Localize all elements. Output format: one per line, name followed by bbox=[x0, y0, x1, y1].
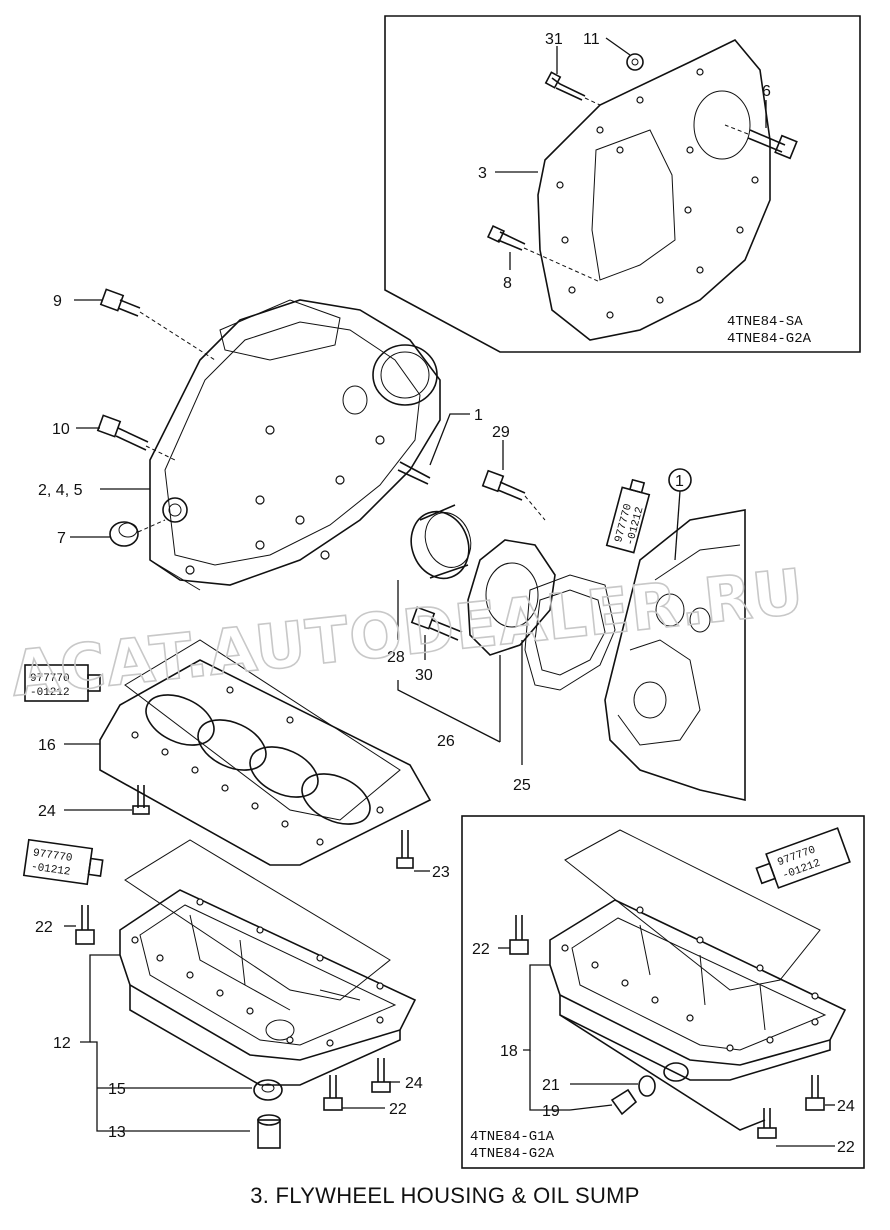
callout-31: 31 bbox=[545, 31, 563, 48]
callout-30: 30 bbox=[415, 667, 433, 684]
callout-24-c: 24 bbox=[837, 1098, 855, 1115]
callout-13: 13 bbox=[108, 1124, 126, 1141]
flywheel-housing: 9 10 2, 4, 5 7 1 bbox=[38, 288, 483, 591]
sealant-tube-1: 977770 -01212 bbox=[605, 478, 651, 554]
svg-text:977770: 977770 bbox=[32, 847, 73, 864]
inset-pan-holes bbox=[561, 906, 819, 1052]
callout-3: 3 bbox=[478, 165, 487, 182]
pan-holes bbox=[131, 898, 384, 1047]
callout-18: 18 bbox=[500, 1043, 518, 1060]
inset-model-2: 4TNE84-G2A bbox=[727, 331, 812, 347]
callout-15: 15 bbox=[108, 1081, 126, 1098]
page-caption: 3. FLYWHEEL HOUSING & OIL SUMP bbox=[250, 1183, 640, 1208]
callout-12: 12 bbox=[53, 1035, 71, 1052]
watermark: ACAT.AUTODEALER.RU bbox=[8, 555, 808, 711]
svg-text:977770: 977770 bbox=[30, 673, 70, 685]
oil-pan-main: 22 12 15 13 24 22 bbox=[35, 839, 423, 1149]
callout-22-c: 22 bbox=[472, 941, 490, 958]
callout-2-4-5: 2, 4, 5 bbox=[38, 482, 83, 499]
inset-model-4: 4TNE84-G2A bbox=[470, 1146, 555, 1162]
callout-8: 8 bbox=[503, 275, 512, 292]
plate-holes bbox=[556, 68, 759, 319]
callout-24-a: 24 bbox=[38, 803, 56, 820]
callout-28: 28 bbox=[387, 649, 405, 666]
callout-26: 26 bbox=[437, 733, 455, 750]
callout-21: 21 bbox=[542, 1077, 560, 1094]
callout-9: 9 bbox=[53, 293, 62, 310]
engine-block: 1 bbox=[604, 468, 746, 801]
callout-16: 16 bbox=[38, 737, 56, 754]
callout-11: 11 bbox=[583, 31, 600, 48]
inset-rear-plate: 31 11 6 3 8 4TNE84-SA 4TNE84-G2A bbox=[384, 15, 861, 353]
inset-model-1: 4TNE84-SA bbox=[727, 314, 803, 330]
callout-1-circled: 1 bbox=[675, 473, 684, 490]
sealant-tube-3: 977770 -01212 bbox=[22, 838, 104, 886]
callout-10: 10 bbox=[52, 421, 70, 438]
callout-29: 29 bbox=[492, 424, 510, 441]
callout-23: 23 bbox=[432, 864, 450, 881]
sealant-tube-4: 977770 -01212 bbox=[755, 827, 851, 889]
callout-6: 6 bbox=[762, 83, 771, 100]
oil-seal-assembly: 29 28 30 26 25 bbox=[387, 424, 616, 794]
callout-22-a: 22 bbox=[35, 919, 53, 936]
inset-oil-pan: 22 18 21 19 24 22 4TNE84-G1A 4TNE84-G2A bbox=[461, 815, 865, 1169]
housing-holes bbox=[185, 425, 385, 575]
callout-24-b: 24 bbox=[405, 1075, 423, 1092]
inset-model-3: 4TNE84-G1A bbox=[470, 1129, 555, 1145]
callout-1: 1 bbox=[474, 407, 483, 424]
callout-25: 25 bbox=[513, 777, 531, 794]
callout-19: 19 bbox=[542, 1103, 560, 1120]
stiffener-holes bbox=[131, 686, 384, 846]
callout-7: 7 bbox=[57, 530, 66, 547]
callout-22-b: 22 bbox=[389, 1101, 407, 1118]
sump-stiffener: 16 24 23 bbox=[38, 639, 450, 881]
svg-text:-01212: -01212 bbox=[30, 687, 70, 699]
callout-22-d: 22 bbox=[837, 1139, 855, 1156]
sealant-tube-2: 977770 -01212 bbox=[24, 664, 101, 702]
svg-text:-01212: -01212 bbox=[30, 861, 71, 878]
